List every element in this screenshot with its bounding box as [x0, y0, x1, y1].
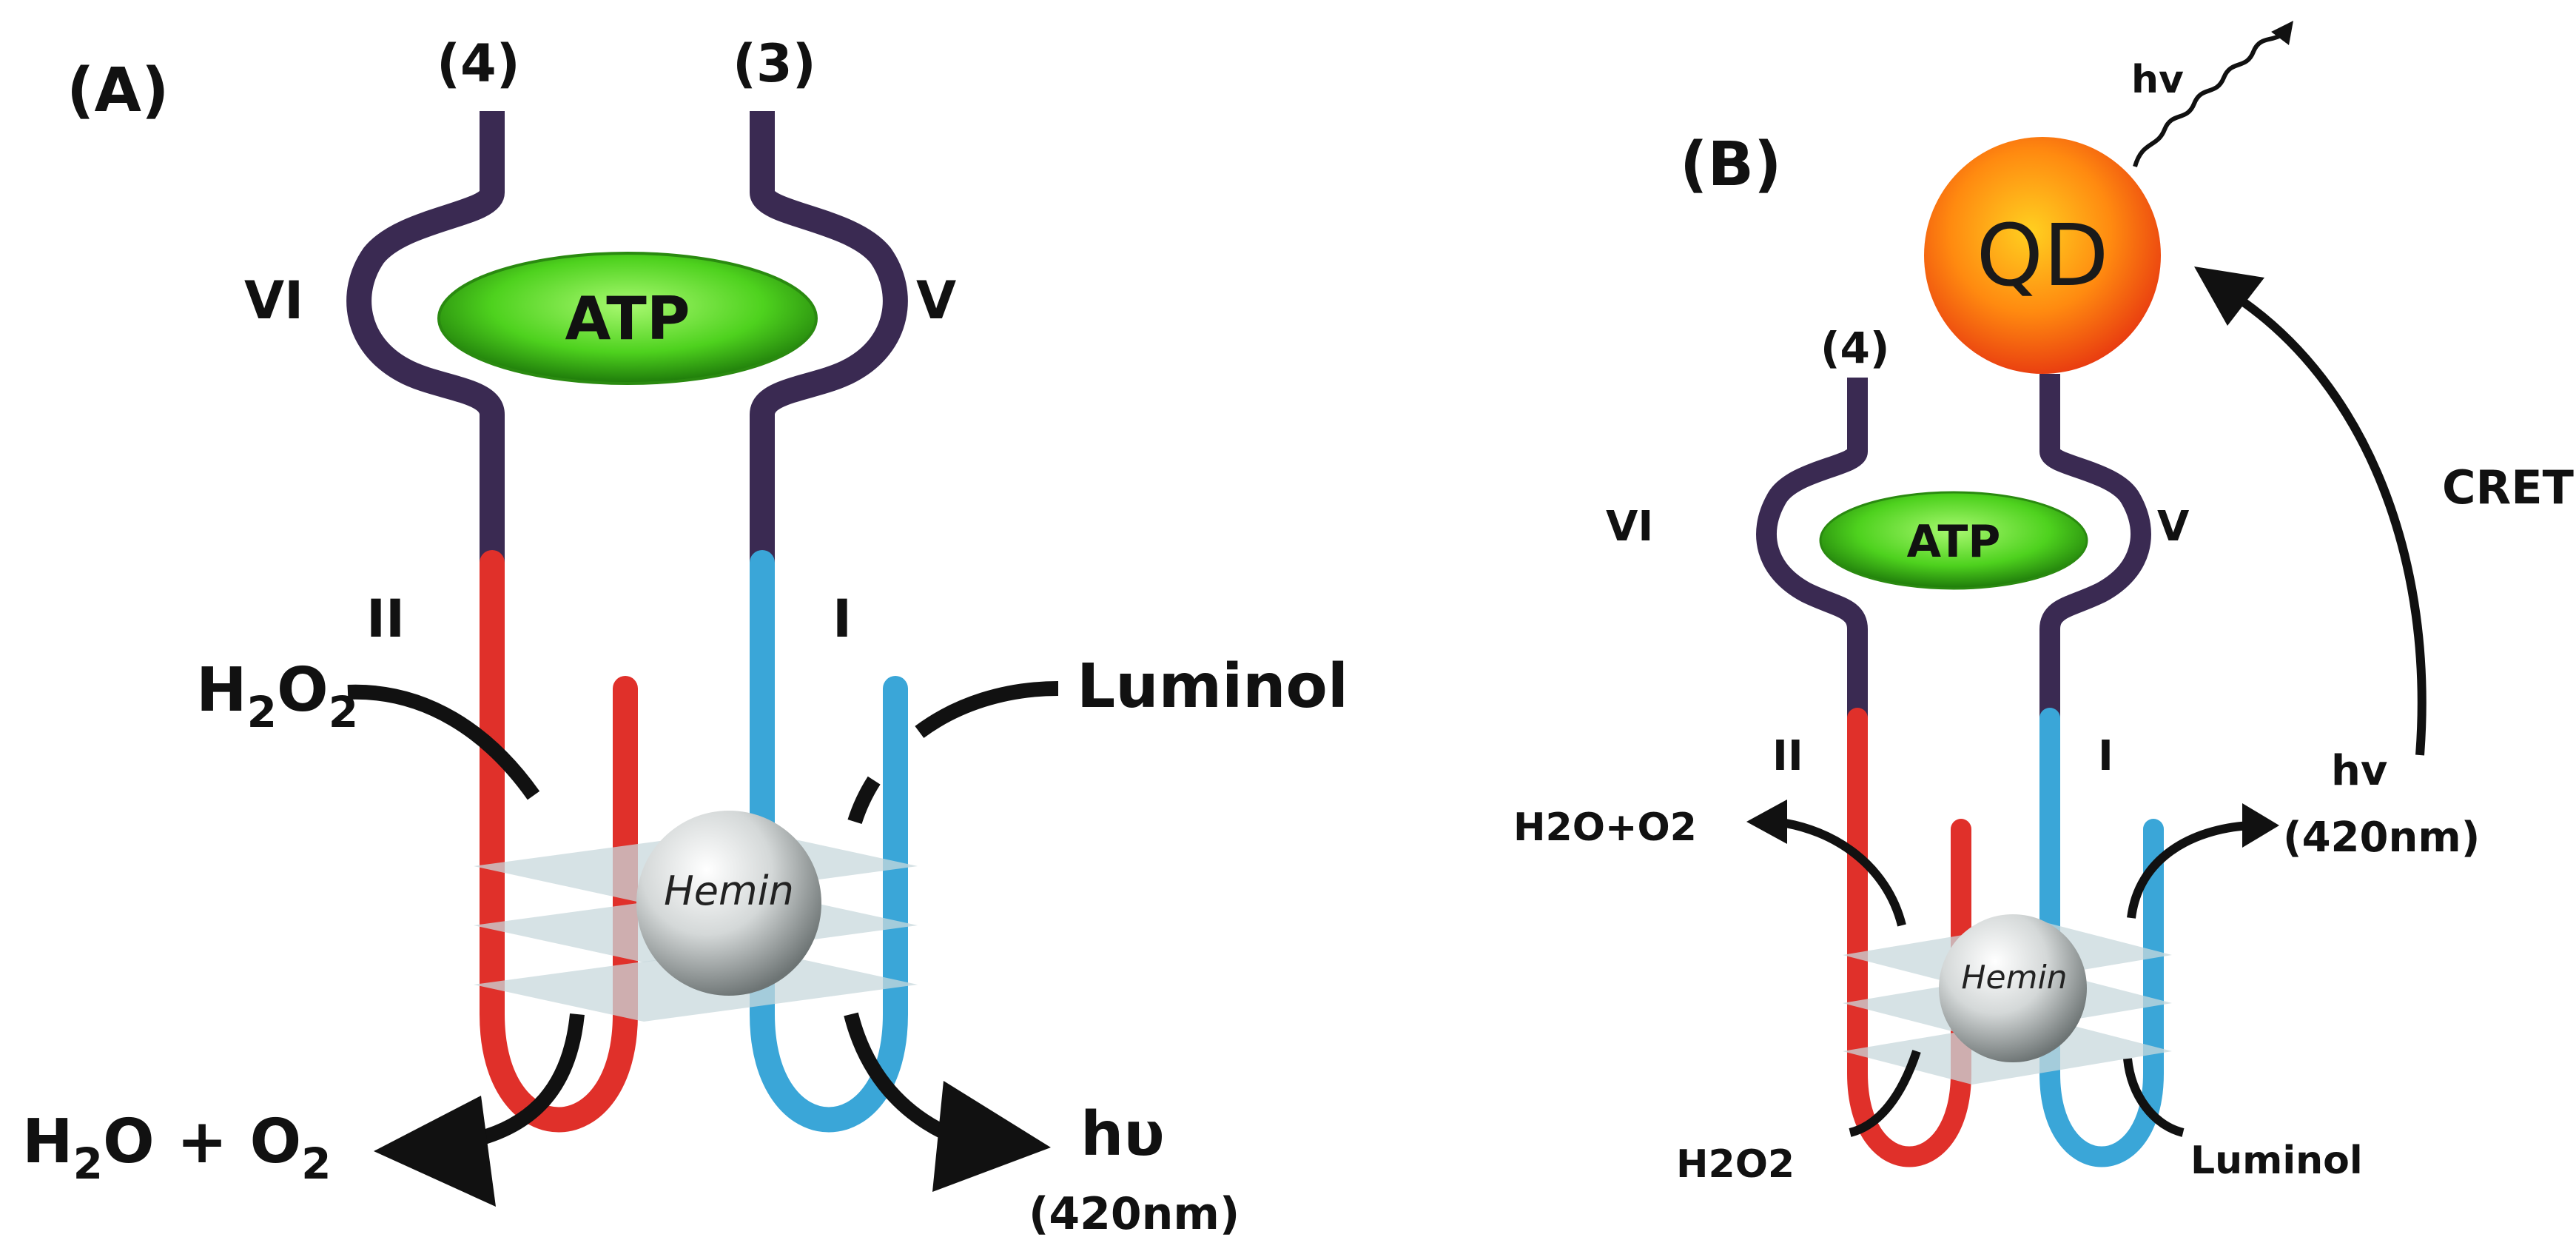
hemin-sphere	[636, 811, 821, 996]
atp-molecule-b	[1819, 491, 2088, 590]
h2o-o2-label: H2O+O2	[22, 1107, 332, 1189]
panel-a: (A) (4) (3) Hemin ATP VI V II I H2O2	[22, 33, 1348, 1240]
products-arrowhead-b	[1746, 800, 1787, 844]
hv-arrowhead	[932, 1081, 1051, 1192]
wavelength-label: (420nm)	[1029, 1188, 1240, 1240]
qd-label: QD	[1976, 207, 2108, 306]
region-v-label: V	[916, 270, 956, 331]
strand-3-aptamer	[750, 111, 908, 563]
panel-b: (B) (4) QD hv Hemin ATP VI V II I CRET	[1513, 21, 2574, 1187]
hv-arc-b	[2127, 821, 2250, 919]
strand-ii-dnazyme-b	[1847, 708, 1971, 1167]
strand-4-label-b: (4)	[1820, 323, 1889, 373]
cret-arrowhead	[2194, 267, 2264, 326]
hemin-label: Hemin	[664, 868, 794, 914]
products-arc-b	[1775, 817, 1906, 927]
products-label-b: H2O+O2	[1513, 805, 1697, 850]
strand-i-dnazyme-b	[2039, 708, 2164, 1167]
strand-4-aptamer-b	[1756, 378, 1868, 718]
h2o-o2-arrowhead	[374, 1096, 496, 1207]
atp-label: ATP	[565, 284, 690, 353]
region-ii-label-b: II	[1772, 732, 1803, 780]
region-i-label-b: I	[2098, 732, 2113, 780]
strand-4-label: (4)	[437, 33, 520, 94]
region-i-label: I	[833, 589, 852, 649]
strand-ii-dnazyme	[480, 550, 638, 1133]
hv-label: hυ	[1080, 1099, 1165, 1170]
strand-4-aptamer	[346, 111, 505, 563]
hv-arrowhead-b	[2242, 803, 2279, 848]
luminol-label-b: Luminol	[2190, 1139, 2363, 1183]
panel-b-label: (B)	[1680, 130, 1781, 200]
hemin-sphere-b	[1939, 914, 2087, 1062]
cret-arrow	[2232, 292, 2427, 756]
region-vi-label-b: VI	[1606, 503, 1653, 551]
region-ii-label: II	[366, 589, 405, 649]
cret-label: CRET	[2442, 460, 2574, 515]
wavelength-label-b: (420nm)	[2283, 814, 2480, 862]
strand-3-label: (3)	[733, 33, 816, 94]
luminol-arc-b	[2123, 1058, 2185, 1137]
region-vi-label: VI	[244, 270, 303, 331]
hv-label-b: hv	[2331, 747, 2387, 795]
panel-a-label: (A)	[67, 56, 169, 126]
h2o2-label: H2O2	[196, 655, 358, 737]
hemin-label-b: Hemin	[1961, 959, 2067, 996]
h2o-o2-product-arc	[471, 1013, 585, 1147]
h2o2-arc-b	[1849, 1050, 1921, 1137]
luminol-reactant-arc	[847, 681, 1059, 825]
qd-hv-label: hv	[2131, 58, 2184, 102]
strand-3-aptamer-b	[2039, 374, 2151, 718]
region-v-label-b: V	[2157, 503, 2190, 551]
strand-i-dnazyme	[750, 550, 908, 1133]
h2o2-label-b: H2O2	[1676, 1142, 1795, 1187]
qd-emission-wave	[2133, 21, 2294, 167]
quantum-dot	[1924, 137, 2161, 374]
h2o2-reactant-arc	[347, 684, 569, 848]
atp-molecule	[437, 252, 818, 385]
atp-label-b: ATP	[1907, 516, 2001, 568]
luminol-label: Luminol	[1077, 651, 1348, 722]
